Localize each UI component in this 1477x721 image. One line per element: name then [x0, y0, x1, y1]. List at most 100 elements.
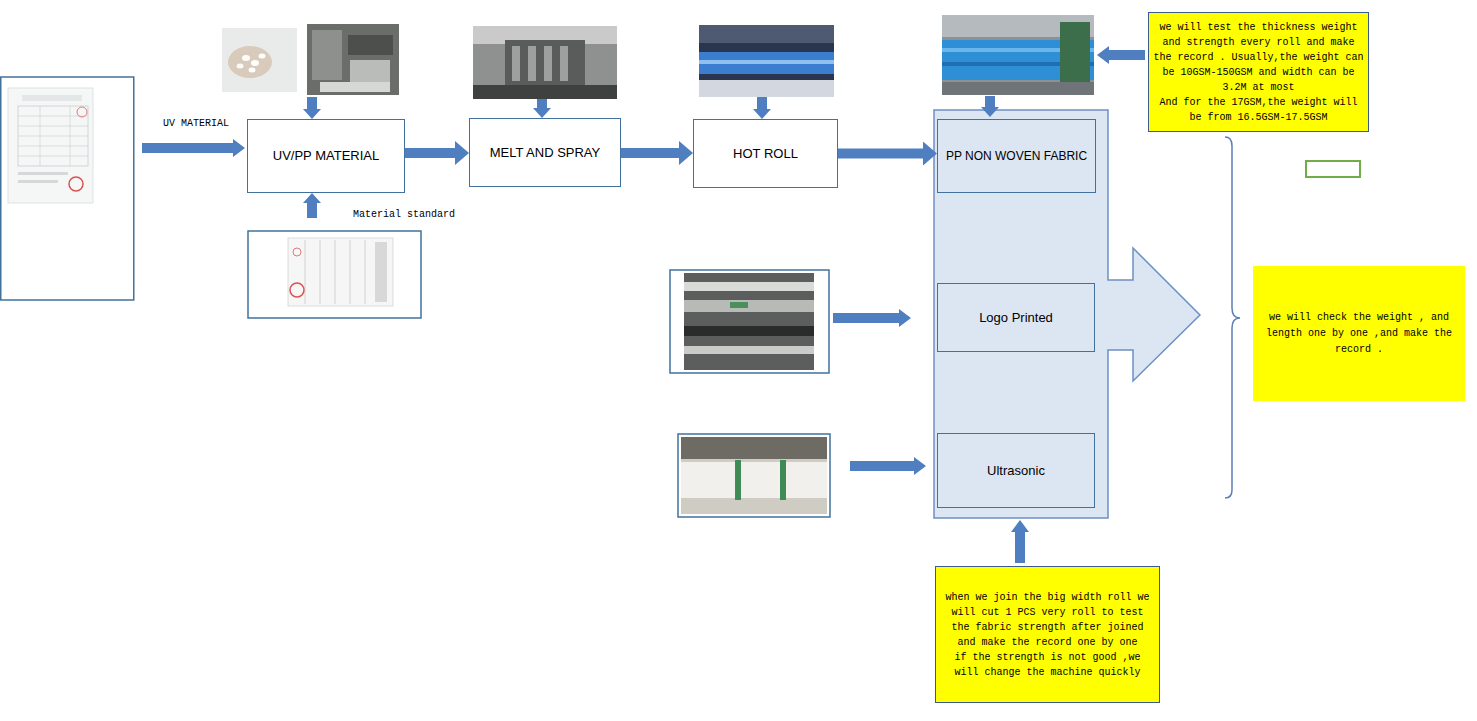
box-text: when we join the big width roll we will …: [940, 590, 1155, 650]
ultrasonic-photo: [780, 460, 786, 500]
certificate-picture: [22, 95, 82, 101]
flow-arrow: [303, 97, 321, 119]
certificate-picture: [8, 88, 93, 203]
machine-photo: [312, 30, 342, 80]
certificate-picture: [18, 136, 88, 137]
logo-photo: [684, 300, 814, 312]
ultrasonic-photo: [681, 437, 827, 459]
fabric-photo: [1060, 22, 1090, 87]
certificate-picture: [77, 107, 87, 117]
process-box: UV/PP MATERIAL: [247, 119, 405, 193]
note-box: we will check the weight , and length on…: [1253, 266, 1465, 401]
note-box: we will test the thickness weight and st…: [1148, 12, 1369, 132]
standard-picture: [293, 248, 301, 256]
logo-photo: [730, 302, 748, 308]
certificate-picture: [1, 77, 134, 300]
flow-arrow: [981, 96, 999, 117]
fabric-photo: [942, 15, 1094, 95]
ultrasonic-photo: [681, 462, 827, 498]
machine-photo: [348, 35, 393, 55]
certificate-picture: [1, 77, 134, 300]
standard-picture: [248, 231, 421, 318]
step-label: Material standard: [353, 209, 455, 221]
process-box: MELT AND SPRAY: [469, 118, 621, 187]
hot-roll-photo: [699, 60, 834, 64]
certificate-picture: [18, 156, 88, 157]
flow-arrow: [753, 97, 771, 119]
process-box: Ultrasonic: [937, 433, 1095, 508]
logo-photo: [670, 270, 829, 373]
certificate-picture: [18, 172, 68, 175]
hot-roll-photo: [699, 25, 834, 97]
box-text: we will check the weight , and length on…: [1259, 310, 1459, 358]
standard-picture: [320, 240, 321, 304]
certificate-picture: [18, 126, 88, 127]
standard-picture: [350, 240, 351, 304]
logo-photo: [684, 346, 814, 354]
box-text: Logo Printed: [942, 310, 1090, 326]
box-text: PP NON WOVEN FABRIC: [941, 149, 1092, 164]
note-box: when we join the big width roll we will …: [935, 566, 1160, 703]
certificate-picture: [70, 106, 71, 166]
pellets-photo: [259, 54, 266, 59]
flow-arrow: [533, 99, 551, 118]
melt-photo: [473, 85, 617, 99]
pellets-photo: [242, 55, 250, 61]
box-text: UV/PP MATERIAL: [252, 148, 400, 164]
melt-photo: [560, 46, 568, 81]
standard-picture: [365, 240, 366, 304]
ultrasonic-photo: [735, 460, 741, 500]
certificate-picture: [18, 180, 58, 183]
machine-photo: [307, 24, 399, 95]
melt-photo: [505, 40, 585, 85]
ultrasonic-photo: [678, 434, 830, 517]
logo-photo: [684, 273, 814, 370]
melt-photo: [473, 26, 617, 99]
standard-picture: [288, 238, 393, 306]
logo-photo: [684, 326, 814, 336]
flow-arrow: [1011, 520, 1029, 563]
process-box: PP NON WOVEN FABRIC: [937, 119, 1096, 193]
standard-picture: [248, 231, 421, 318]
ultrasonic-photo: [678, 434, 830, 517]
melt-photo: [473, 26, 617, 99]
box-text: we will test the thickness weight and st…: [1152, 20, 1365, 95]
melt-photo: [544, 46, 552, 81]
standard-picture: [290, 283, 304, 297]
standard-picture: [305, 240, 306, 304]
process-box: Logo Printed: [937, 283, 1095, 352]
machine-photo: [320, 82, 390, 92]
box-text: And for the 17GSM,the weight will be fro…: [1152, 95, 1365, 125]
fabric-photo: [942, 82, 1094, 95]
standard-picture: [375, 242, 387, 302]
bracket: [1225, 137, 1240, 498]
hot-roll-photo: [699, 80, 834, 97]
logo-photo: [684, 282, 814, 291]
certificate-picture: [18, 106, 88, 166]
melt-photo: [512, 46, 520, 81]
ultrasonic-photo: [681, 437, 827, 514]
certificate-picture: [40, 106, 41, 166]
hot-roll-photo: [699, 25, 834, 97]
certificate-picture: [18, 116, 88, 117]
fabric-photo: [942, 15, 1094, 95]
melt-photo: [528, 46, 536, 81]
empty-frame: [1306, 161, 1360, 177]
logo-photo: [670, 270, 829, 373]
machine-photo: [307, 24, 399, 95]
flow-arrow: [850, 457, 926, 475]
flow-arrow: [1097, 46, 1145, 64]
pellets-photo: [222, 28, 297, 92]
flow-arrow: [405, 148, 455, 158]
flow-arrow: [621, 148, 679, 158]
certificate-picture: [69, 177, 83, 191]
process-group: [934, 110, 1200, 518]
flow-arrow: [142, 139, 245, 157]
hot-roll-photo: [699, 25, 834, 43]
pellets-photo: [237, 64, 244, 69]
pellets-photo: [228, 46, 272, 78]
flow-arrow: [838, 149, 923, 159]
pellets-photo: [249, 68, 256, 73]
step-label: UV MATERIAL: [163, 118, 229, 130]
